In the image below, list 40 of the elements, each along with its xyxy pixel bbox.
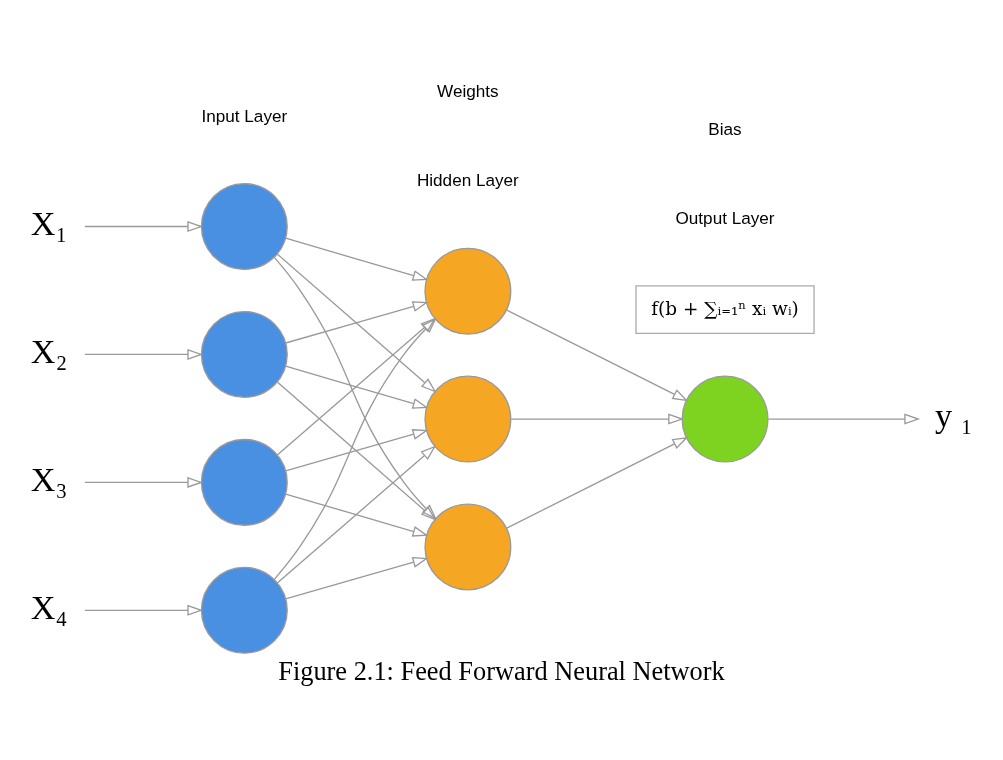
node-text: y ₁: [935, 395, 973, 434]
arrow: [285, 237, 429, 281]
node-text: X₃: [30, 459, 68, 498]
arrow: [510, 413, 685, 425]
arrow: [276, 444, 437, 584]
node-text: X₂: [30, 331, 68, 370]
arrow: [276, 317, 437, 456]
arrow: [84, 604, 204, 616]
node-circle: [424, 375, 512, 463]
arrow: [506, 436, 689, 529]
arrow: [84, 348, 204, 360]
label: Output Layer: [675, 207, 775, 228]
node-text: X₄: [30, 587, 68, 626]
node-circle: [200, 182, 288, 270]
caption: Figure 2.1: Feed Forward Neural Network: [278, 656, 725, 686]
node-circle: [681, 375, 769, 463]
arrow: [276, 380, 437, 521]
arrow: [84, 220, 204, 232]
arrow: [285, 365, 429, 409]
arrow: [506, 308, 689, 401]
label: Hidden Layer: [416, 169, 519, 190]
arrow: [285, 428, 429, 472]
label: Bias: [708, 118, 742, 139]
node-circle: [200, 438, 288, 526]
label: Weights: [437, 80, 499, 100]
node-circle: [200, 566, 288, 654]
arrow: [285, 300, 429, 344]
arrow: [767, 413, 921, 425]
arrow: [84, 476, 204, 488]
arrow: [285, 492, 429, 537]
node-circle: [200, 310, 288, 398]
label: Input Layer: [201, 105, 288, 126]
node-circle: [424, 247, 512, 335]
arrow: [285, 556, 429, 599]
node-circle: [424, 502, 512, 590]
node-text: X₁: [30, 203, 68, 242]
arrow: [273, 317, 437, 580]
arrow: [276, 252, 437, 393]
arrow: [273, 256, 437, 520]
node-box: f(b + ∑ᵢ₌₁ⁿ xᵢ wᵢ): [635, 284, 815, 334]
